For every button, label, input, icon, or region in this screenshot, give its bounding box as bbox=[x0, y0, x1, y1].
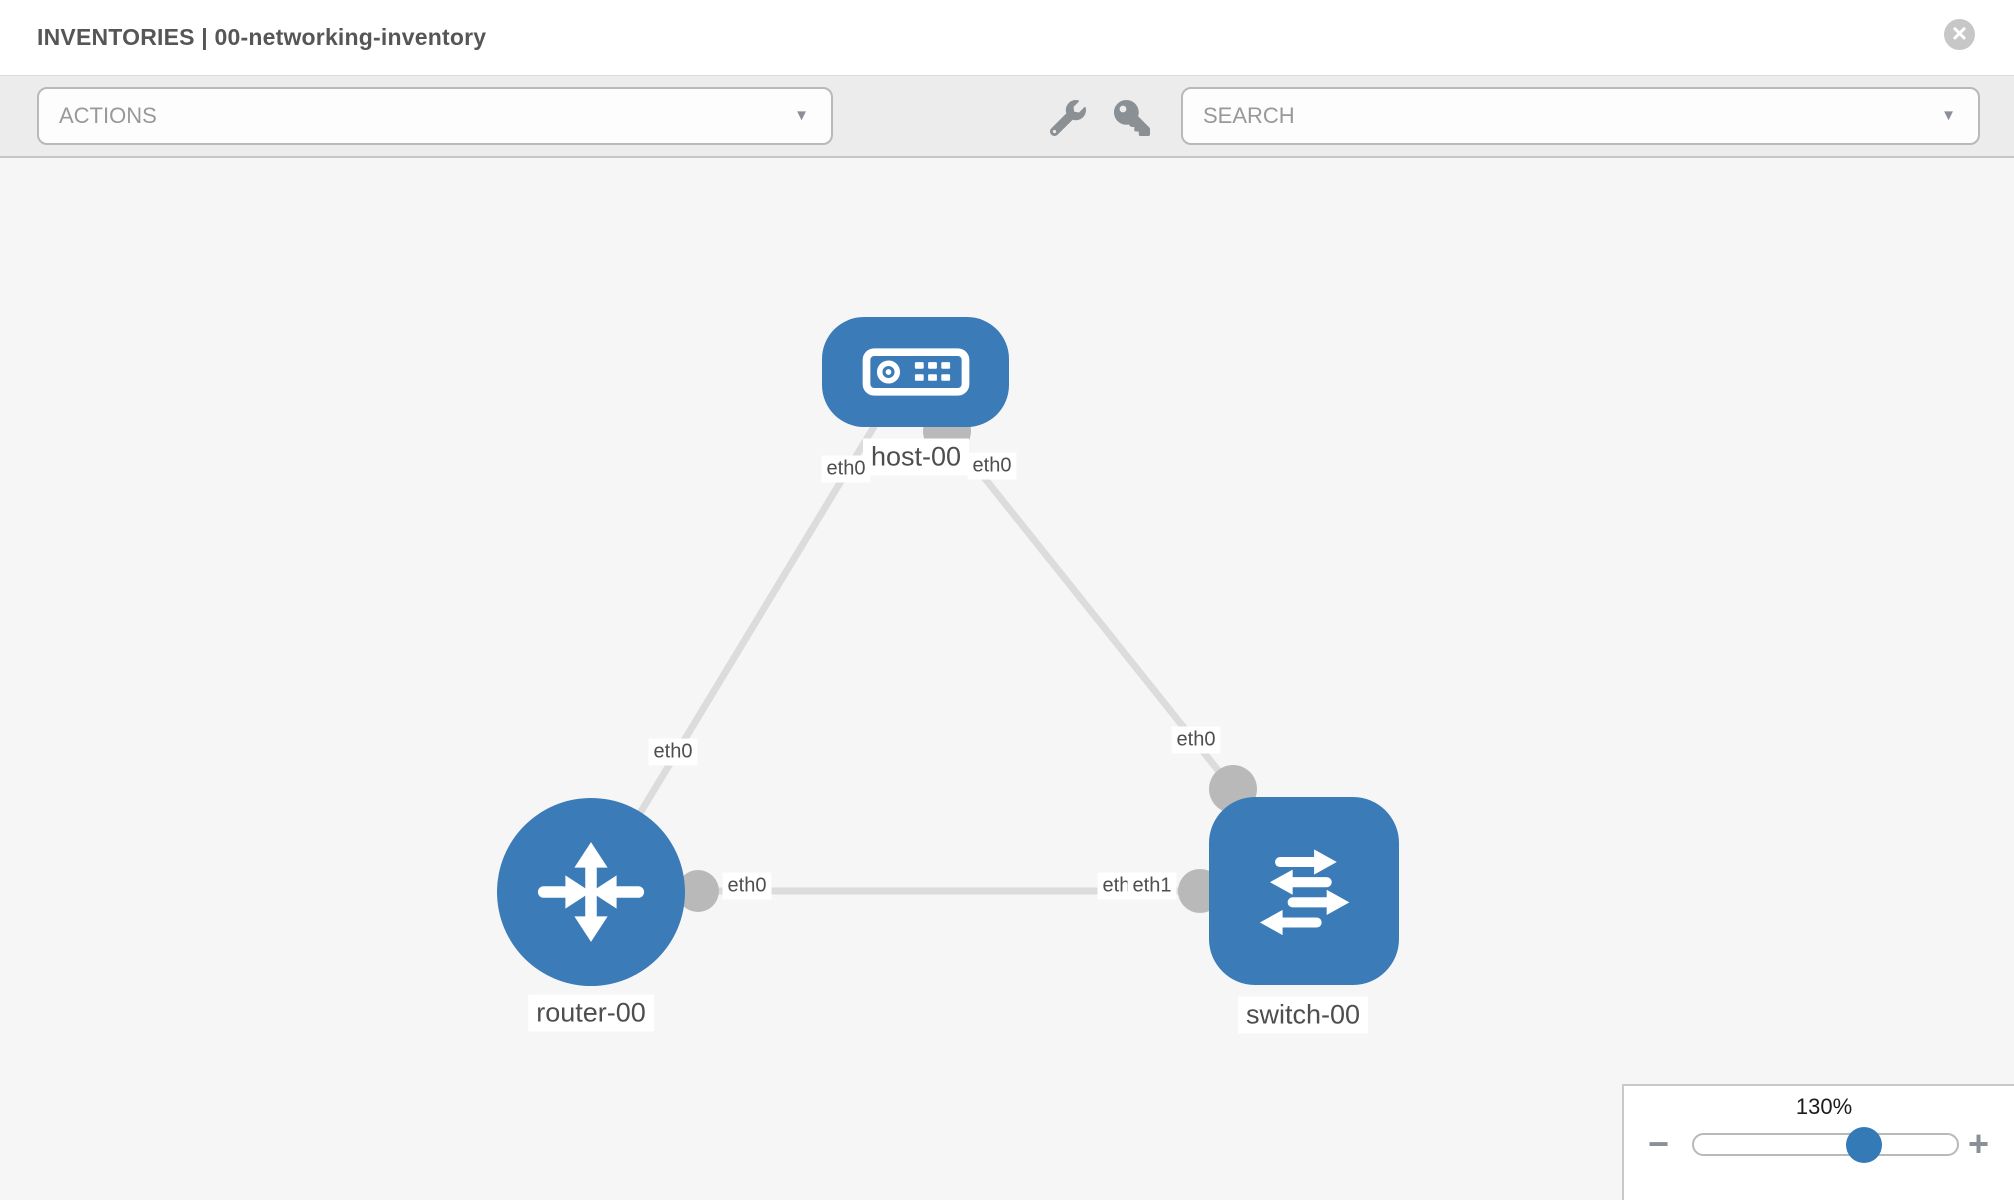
node-label-router: router-00 bbox=[528, 994, 654, 1032]
page-title: INVENTORIES | 00-networking-inventory bbox=[37, 24, 487, 50]
wrench-icon bbox=[1049, 100, 1086, 137]
interface-label-switch-front: eth1 bbox=[1127, 872, 1177, 900]
zoom-level: 130% bbox=[1795, 1094, 1853, 1119]
key-button[interactable] bbox=[1114, 100, 1150, 136]
interface-label-router-right: eth0 bbox=[722, 872, 772, 900]
host-icon bbox=[862, 348, 969, 396]
actions-select-label: ACTIONS bbox=[59, 103, 157, 128]
wrench-button[interactable] bbox=[1049, 100, 1086, 137]
chevron-down-icon: ▼ bbox=[794, 107, 809, 124]
key-icon bbox=[1114, 100, 1150, 136]
links-layer bbox=[622, 407, 1257, 913]
interface-label-switch-link: eth0 bbox=[1171, 726, 1221, 754]
zoom-slider-thumb[interactable] bbox=[1846, 1127, 1882, 1163]
search-box: ▼ bbox=[1181, 87, 1980, 145]
node-label-switch: switch-00 bbox=[1237, 996, 1369, 1034]
link-host-router[interactable] bbox=[622, 418, 881, 840]
interface-label-host-right: eth0 bbox=[967, 452, 1017, 480]
node-label-host: host-00 bbox=[862, 438, 970, 476]
chevron-down-icon: ▼ bbox=[1941, 107, 1956, 124]
app-header: INVENTORIES | 00-networking-inventory × bbox=[0, 0, 2014, 75]
close-icon: × bbox=[1951, 18, 1968, 48]
switch-icon bbox=[1259, 849, 1350, 936]
port-circle bbox=[677, 870, 719, 912]
zoom-slider-track[interactable] bbox=[1692, 1133, 1959, 1156]
node-router-00[interactable] bbox=[497, 798, 685, 986]
search-input[interactable] bbox=[1183, 89, 1978, 143]
node-switch-00[interactable] bbox=[1209, 797, 1399, 985]
zoom-out-button[interactable]: − bbox=[1648, 1123, 1670, 1164]
interface-label-router-link: eth0 bbox=[648, 738, 698, 766]
node-host-00[interactable] bbox=[822, 317, 1009, 427]
zoom-panel: 130% − + bbox=[1622, 1084, 2014, 1200]
topology-canvas[interactable]: host-00 router-00 switch-00 eth0 eth0 et… bbox=[0, 158, 2014, 1200]
close-button[interactable]: × bbox=[1944, 19, 1975, 50]
interface-label-host-left: eth0 bbox=[821, 455, 871, 483]
zoom-in-button[interactable]: + bbox=[1968, 1123, 1990, 1164]
actions-select[interactable]: ACTIONS ▼ bbox=[37, 87, 833, 145]
router-icon bbox=[537, 842, 645, 942]
toolbar: ACTIONS ▼ ▼ bbox=[0, 75, 2014, 158]
